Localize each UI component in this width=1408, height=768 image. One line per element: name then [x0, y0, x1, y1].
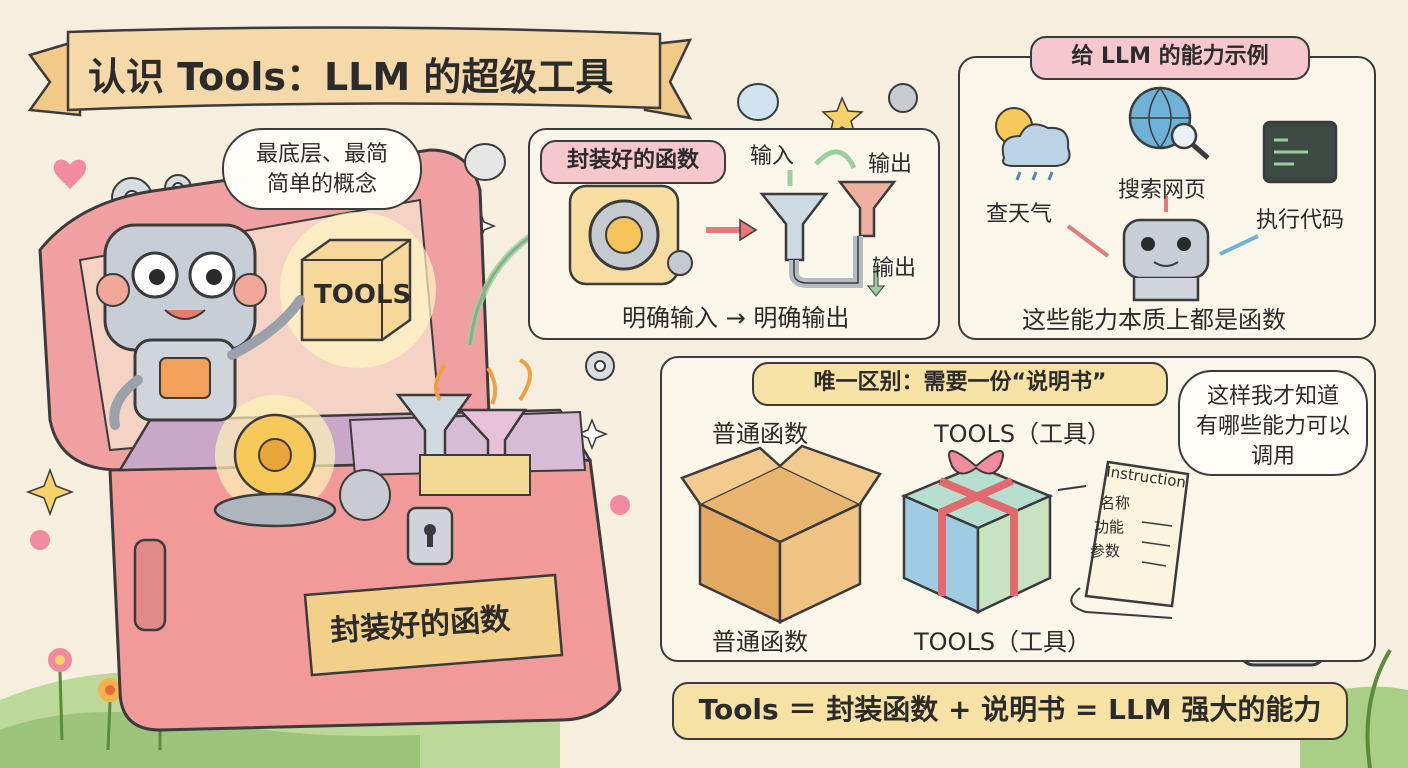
gift-box-icon [900, 450, 1054, 614]
search-label: 搜索网页 [1118, 178, 1207, 203]
output-label-bottom: 输出 [872, 256, 917, 281]
tools-box-icon [280, 212, 436, 368]
speech-bubble-right: 这样我才知道 有哪些能力可以 调用 [1178, 370, 1368, 476]
capabilities-diagram [995, 86, 1338, 302]
weather-label: 查天气 [986, 202, 1053, 227]
function-panel-title: 封装好的函数 [540, 140, 726, 184]
tools-label-top: TOOLS（工具） [934, 420, 1112, 448]
function-diagram [568, 149, 897, 297]
funnel-icon [395, 358, 532, 496]
weather-icon [995, 107, 1071, 181]
open-box-icon [680, 444, 882, 624]
tools-box-label: TOOLS [314, 280, 412, 310]
bubble-right-line-2: 有哪些能力可以 [1195, 414, 1350, 439]
speech-bubble-top: 最底层、最简 简单的概念 [222, 128, 422, 210]
difference-diagram [680, 444, 1190, 624]
lightbulb-gear-icon [213, 395, 391, 528]
function-caption: 明确输入 → 明确输出 [622, 304, 850, 332]
input-label: 输入 [750, 144, 795, 169]
instruction-function: 功能 [1094, 518, 1125, 536]
terminal-icon [1262, 120, 1338, 184]
bubble-line-1: 最底层、最简 [255, 142, 388, 167]
star-icon [821, 96, 864, 137]
robot-left [96, 223, 305, 430]
instruction-scroll-icon [1057, 460, 1190, 619]
instruction-params: 参数 [1090, 542, 1121, 560]
instruction-name: 名称 [1100, 494, 1131, 512]
sparkle-icon [25, 467, 75, 517]
page-title: 认识 Tools：LLM 的超级工具 [88, 55, 614, 99]
code-label: 执行代码 [1256, 208, 1345, 233]
normal-function-label-top: 普通函数 [712, 420, 808, 448]
formula-banner: Tools ＝ 封装函数 + 说明书 = LLM 强大的能力 [672, 682, 1348, 740]
normal-function-label-bottom: 普通函数 [712, 628, 808, 656]
question-icon [464, 83, 779, 181]
difference-panel-title: 唯一区别：需要一份“说明书” [752, 362, 1168, 406]
bubble-right-line-1: 这样我才知道 [1206, 384, 1339, 409]
heart-icon [53, 159, 87, 189]
title-banner [27, 26, 693, 120]
bubble-right-line-3: 调用 [1250, 444, 1295, 469]
bubble-line-2: 简单的概念 [266, 172, 377, 197]
output-label-top: 输出 [868, 152, 913, 177]
tools-label-bottom: TOOLS（工具） [914, 628, 1092, 656]
capabilities-caption: 这些能力本质上都是函数 [1022, 306, 1286, 334]
globe-search-icon [1128, 86, 1210, 160]
capabilities-panel-title: 给 LLM 的能力示例 [1030, 36, 1310, 80]
robot-small [1122, 218, 1210, 302]
